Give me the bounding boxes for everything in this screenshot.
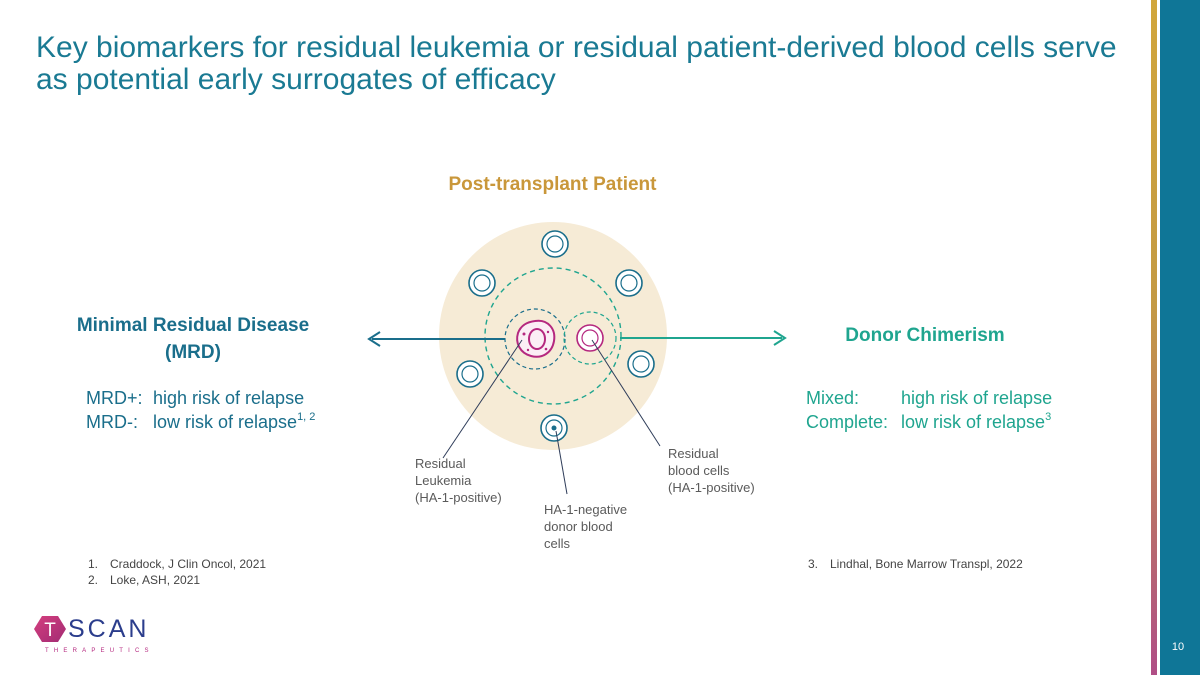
logo-hexagon: [34, 616, 66, 642]
donor-cell-icon: [627, 350, 655, 378]
donor-cell-icon: [456, 360, 484, 388]
reference-text: Craddock, J Clin Oncol, 2021: [110, 557, 267, 571]
citation-superscript: 3: [1045, 411, 1052, 423]
citation-superscript: 1, 2: [297, 411, 316, 423]
logo-word: SCAN: [68, 615, 149, 643]
donor-risk-key: Mixed:: [806, 388, 860, 408]
mrd-heading-line1: Minimal Residual Disease: [76, 315, 310, 336]
label-line: blood cells: [668, 463, 730, 478]
tscan-logo: T SCAN THERAPEUTICS: [34, 612, 169, 657]
mrd-risk-list: MRD+: high risk of relapse MRD-: low risk …: [86, 386, 315, 434]
blood-cell-dashed-ring: [563, 311, 617, 365]
sidebar-gradient-stripe: [1151, 0, 1157, 675]
diagram-center-title: Post-transplant Patient: [448, 174, 657, 195]
donor-risk-value: low risk of relapse: [901, 412, 1046, 432]
mrd-risk-key: MRD+:: [86, 388, 143, 408]
donor-cell-leader-line: [555, 430, 568, 495]
sidebar-bar: [1160, 0, 1200, 675]
donor-cell-icon: [615, 269, 643, 297]
page-number: 10: [1171, 641, 1185, 653]
donor-cell-icon: [540, 414, 568, 442]
label-line: cells: [544, 536, 571, 551]
label-line: Leukemia: [415, 473, 472, 488]
mrd-heading: Minimal Residual Disease (MRD): [58, 312, 328, 366]
reference-number: 3.: [808, 557, 819, 571]
slide-title: Key biomarkers for residual leukemia or …: [36, 31, 1117, 96]
reference-number: 1.: [88, 557, 99, 571]
donor-cell-icon: [541, 230, 569, 258]
donor-risk-row: Complete: low risk of relapse3: [806, 410, 1052, 434]
residual-blood-cell-icon: [576, 324, 604, 352]
dashed-ring: [484, 267, 622, 405]
residual-leukemia-label: Residual Leukemia (HA-1-positive): [415, 455, 502, 506]
mrd-heading-line2: (MRD): [165, 342, 221, 363]
donor-risk-list: Mixed: high risk of relapse Complete: low …: [806, 386, 1052, 434]
logo-mark: T SCAN THERAPEUTICS: [34, 615, 154, 654]
residual-blood-cells-label: Residual blood cells (HA-1-positive): [668, 445, 755, 496]
leukemia-leader-line: [442, 339, 523, 459]
mrd-risk-value: high risk of relapse: [153, 388, 305, 408]
reference-number: 2.: [88, 573, 99, 587]
mrd-risk-value: low risk of relapse: [153, 412, 298, 432]
blood-cell-leader-line: [591, 339, 661, 447]
donor-blood-cells-label: HA-1-negative donor blood cells: [544, 501, 627, 552]
mrd-risk-key: MRD-:: [86, 412, 138, 432]
mrd-risk-row: MRD+: high risk of relapse: [86, 386, 315, 410]
reference-item: 1. Craddock, J Clin Oncol, 2021: [88, 556, 266, 572]
label-line: (HA-1-positive): [415, 490, 502, 505]
references-left: 1. Craddock, J Clin Oncol, 2021 2. Loke, A…: [88, 556, 266, 588]
label-line: HA-1-negative: [544, 502, 628, 517]
mrd-risk-row: MRD-: low risk of relapse1, 2: [86, 410, 315, 434]
leukemia-cell-icon: [516, 319, 556, 358]
donor-chimerism-heading: Donor Chimerism: [845, 325, 1005, 346]
reference-text: Lindhal, Bone Marrow Transpl, 2022: [830, 557, 1023, 571]
logo-letter: T: [44, 620, 56, 641]
donor-risk-key: Complete:: [806, 412, 889, 432]
sidebar-accent: [1151, 0, 1200, 675]
references-right: 3. Lindhal, Bone Marrow Transpl, 2022: [808, 556, 1023, 572]
reference-text: Loke, ASH, 2021: [110, 573, 201, 587]
label-line: Residual: [415, 456, 466, 471]
label-line: donor blood: [544, 519, 613, 534]
donor-risk-value: high risk of relapse: [901, 388, 1053, 408]
reference-item: 2. Loke, ASH, 2021: [88, 572, 266, 588]
donor-chimerism-arrow: [620, 330, 787, 346]
mrd-arrow: [367, 331, 505, 347]
donor-cell-icon: [468, 269, 496, 297]
sidebar-gap: [1157, 0, 1160, 675]
logo-tagline: THERAPEUTICS: [45, 648, 154, 654]
label-line: Residual: [668, 446, 719, 461]
donor-risk-row: Mixed: high risk of relapse: [806, 386, 1052, 410]
reference-item: 3. Lindhal, Bone Marrow Transpl, 2022: [808, 556, 1023, 572]
label-line: (HA-1-positive): [668, 480, 755, 495]
